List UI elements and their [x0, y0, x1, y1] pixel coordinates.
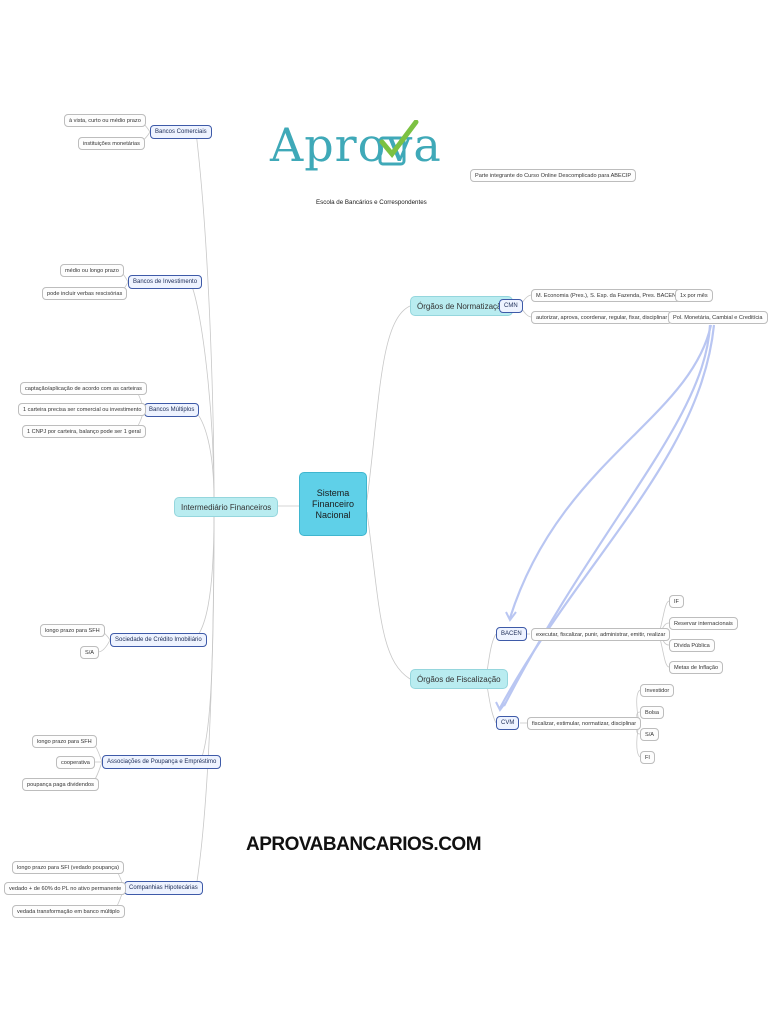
leaf-cvm-duties: fiscalizar, estimular, normatizar, disci… — [527, 717, 642, 730]
logo-note: Parte integrante do Curso Online Descomp… — [470, 169, 637, 182]
leaf-sociedade-2: S/A — [80, 646, 100, 659]
central-node-line-2: Financeiro — [311, 498, 355, 509]
leaf-companhias-3: vedada transformação em banco múltiplo — [12, 905, 125, 918]
leaf-investimento-1: médio ou longo prazo — [60, 264, 124, 277]
leaf-bacen-divida: Dívida Pública — [669, 639, 715, 652]
logo-subtitle: Escola de Bancários e Correspondentes — [316, 199, 427, 206]
leaf-associacoes-1: longo prazo para SFH — [32, 735, 97, 748]
node-companhias[interactable]: Companhias Hipotecárias — [124, 881, 203, 895]
leaf-companhias-1: longo prazo para SFI (vedado poupança) — [12, 861, 124, 874]
connector-left-trunk-lower — [195, 513, 215, 889]
leaf-cmn-members: M. Economia (Pres.), S. Esp. da Fazenda,… — [531, 289, 682, 302]
leaf-cmn-policies: Pol. Monetária, Cambial e Creditícia — [668, 311, 768, 324]
branch-intermediarios[interactable]: Intermediário Financeiros — [174, 497, 279, 517]
leaf-bacen-duties: executar, fiscalizar, punir, administrar… — [531, 628, 671, 641]
node-bancos-investimento[interactable]: Bancos de Investimento — [128, 275, 203, 289]
branch-fiscalizacao[interactable]: Órgãos de Fiscalização — [410, 669, 508, 689]
central-node-line-3: Nacional — [315, 509, 351, 520]
leaf-cvm-sa: S/A — [640, 728, 660, 741]
leaf-cmn-frequency: 1x por mês — [675, 289, 713, 302]
leaf-bacen-metas: Metas de Inflação — [669, 661, 724, 674]
leaf-multiplos-1: captação/aplicação de acordo com as cart… — [20, 382, 147, 395]
leaf-cvm-fi: FI — [640, 751, 655, 764]
leaf-cvm-investidor: Investidor — [640, 684, 675, 697]
branch-normatizacao[interactable]: Órgãos de Normatização — [410, 296, 513, 316]
leaf-investimento-2: pode incluir verbas rescisórias — [42, 287, 128, 300]
leaf-companhias-2: vedado + de 60% do PL no ativo permanent… — [4, 882, 127, 895]
site-url: APROVABANCARIOS.COM — [246, 834, 482, 855]
leaf-cmn-duties: autorizar, aprova, coordenar, regular, f… — [531, 311, 673, 324]
leaf-comerciais-2: instituições monetárias — [78, 137, 145, 150]
leaf-multiplos-3: 1 CNPJ por carteira, balanço pode ser 1 … — [22, 425, 146, 438]
leaf-cvm-bolsa: Bolsa — [640, 706, 664, 719]
node-cvm[interactable]: CVM — [496, 716, 520, 730]
leaf-sociedade-1: longo prazo para SFH — [40, 624, 105, 637]
node-bacen[interactable]: BACEN — [496, 627, 527, 641]
leaf-associacoes-2: cooperativa — [56, 756, 95, 769]
central-node-line-1: Sistema — [316, 487, 350, 498]
node-associacoes[interactable]: Associações de Poupança e Empréstimo — [102, 755, 222, 769]
leaf-associacoes-3: poupança paga dividendos — [22, 778, 99, 791]
arrow-policy-to-bacen — [508, 324, 713, 619]
central-node[interactable]: Sistema Financeiro Nacional — [299, 472, 367, 536]
node-sociedade-credito[interactable]: Sociedade de Crédito Imobiliário — [110, 633, 207, 647]
leaf-multiplos-2: 1 carteira precisa ser comercial ou inve… — [18, 403, 147, 416]
connector-left-trunk — [195, 131, 215, 501]
checkmark-icon — [378, 120, 419, 166]
node-bancos-multiplos[interactable]: Bancos Múltiplos — [144, 403, 200, 417]
node-bancos-comerciais[interactable]: Bancos Comerciais — [150, 125, 212, 139]
leaf-bacen-reservas: Reservar internacionais — [669, 617, 738, 630]
leaf-bacen-if: IF — [669, 595, 684, 608]
aprova-logo: Aprova Escola de Bancários e Corresponde… — [270, 118, 441, 218]
node-cmn[interactable]: CMN — [499, 299, 523, 313]
leaf-comerciais-1: à vista, curto ou médio prazo — [64, 114, 146, 127]
